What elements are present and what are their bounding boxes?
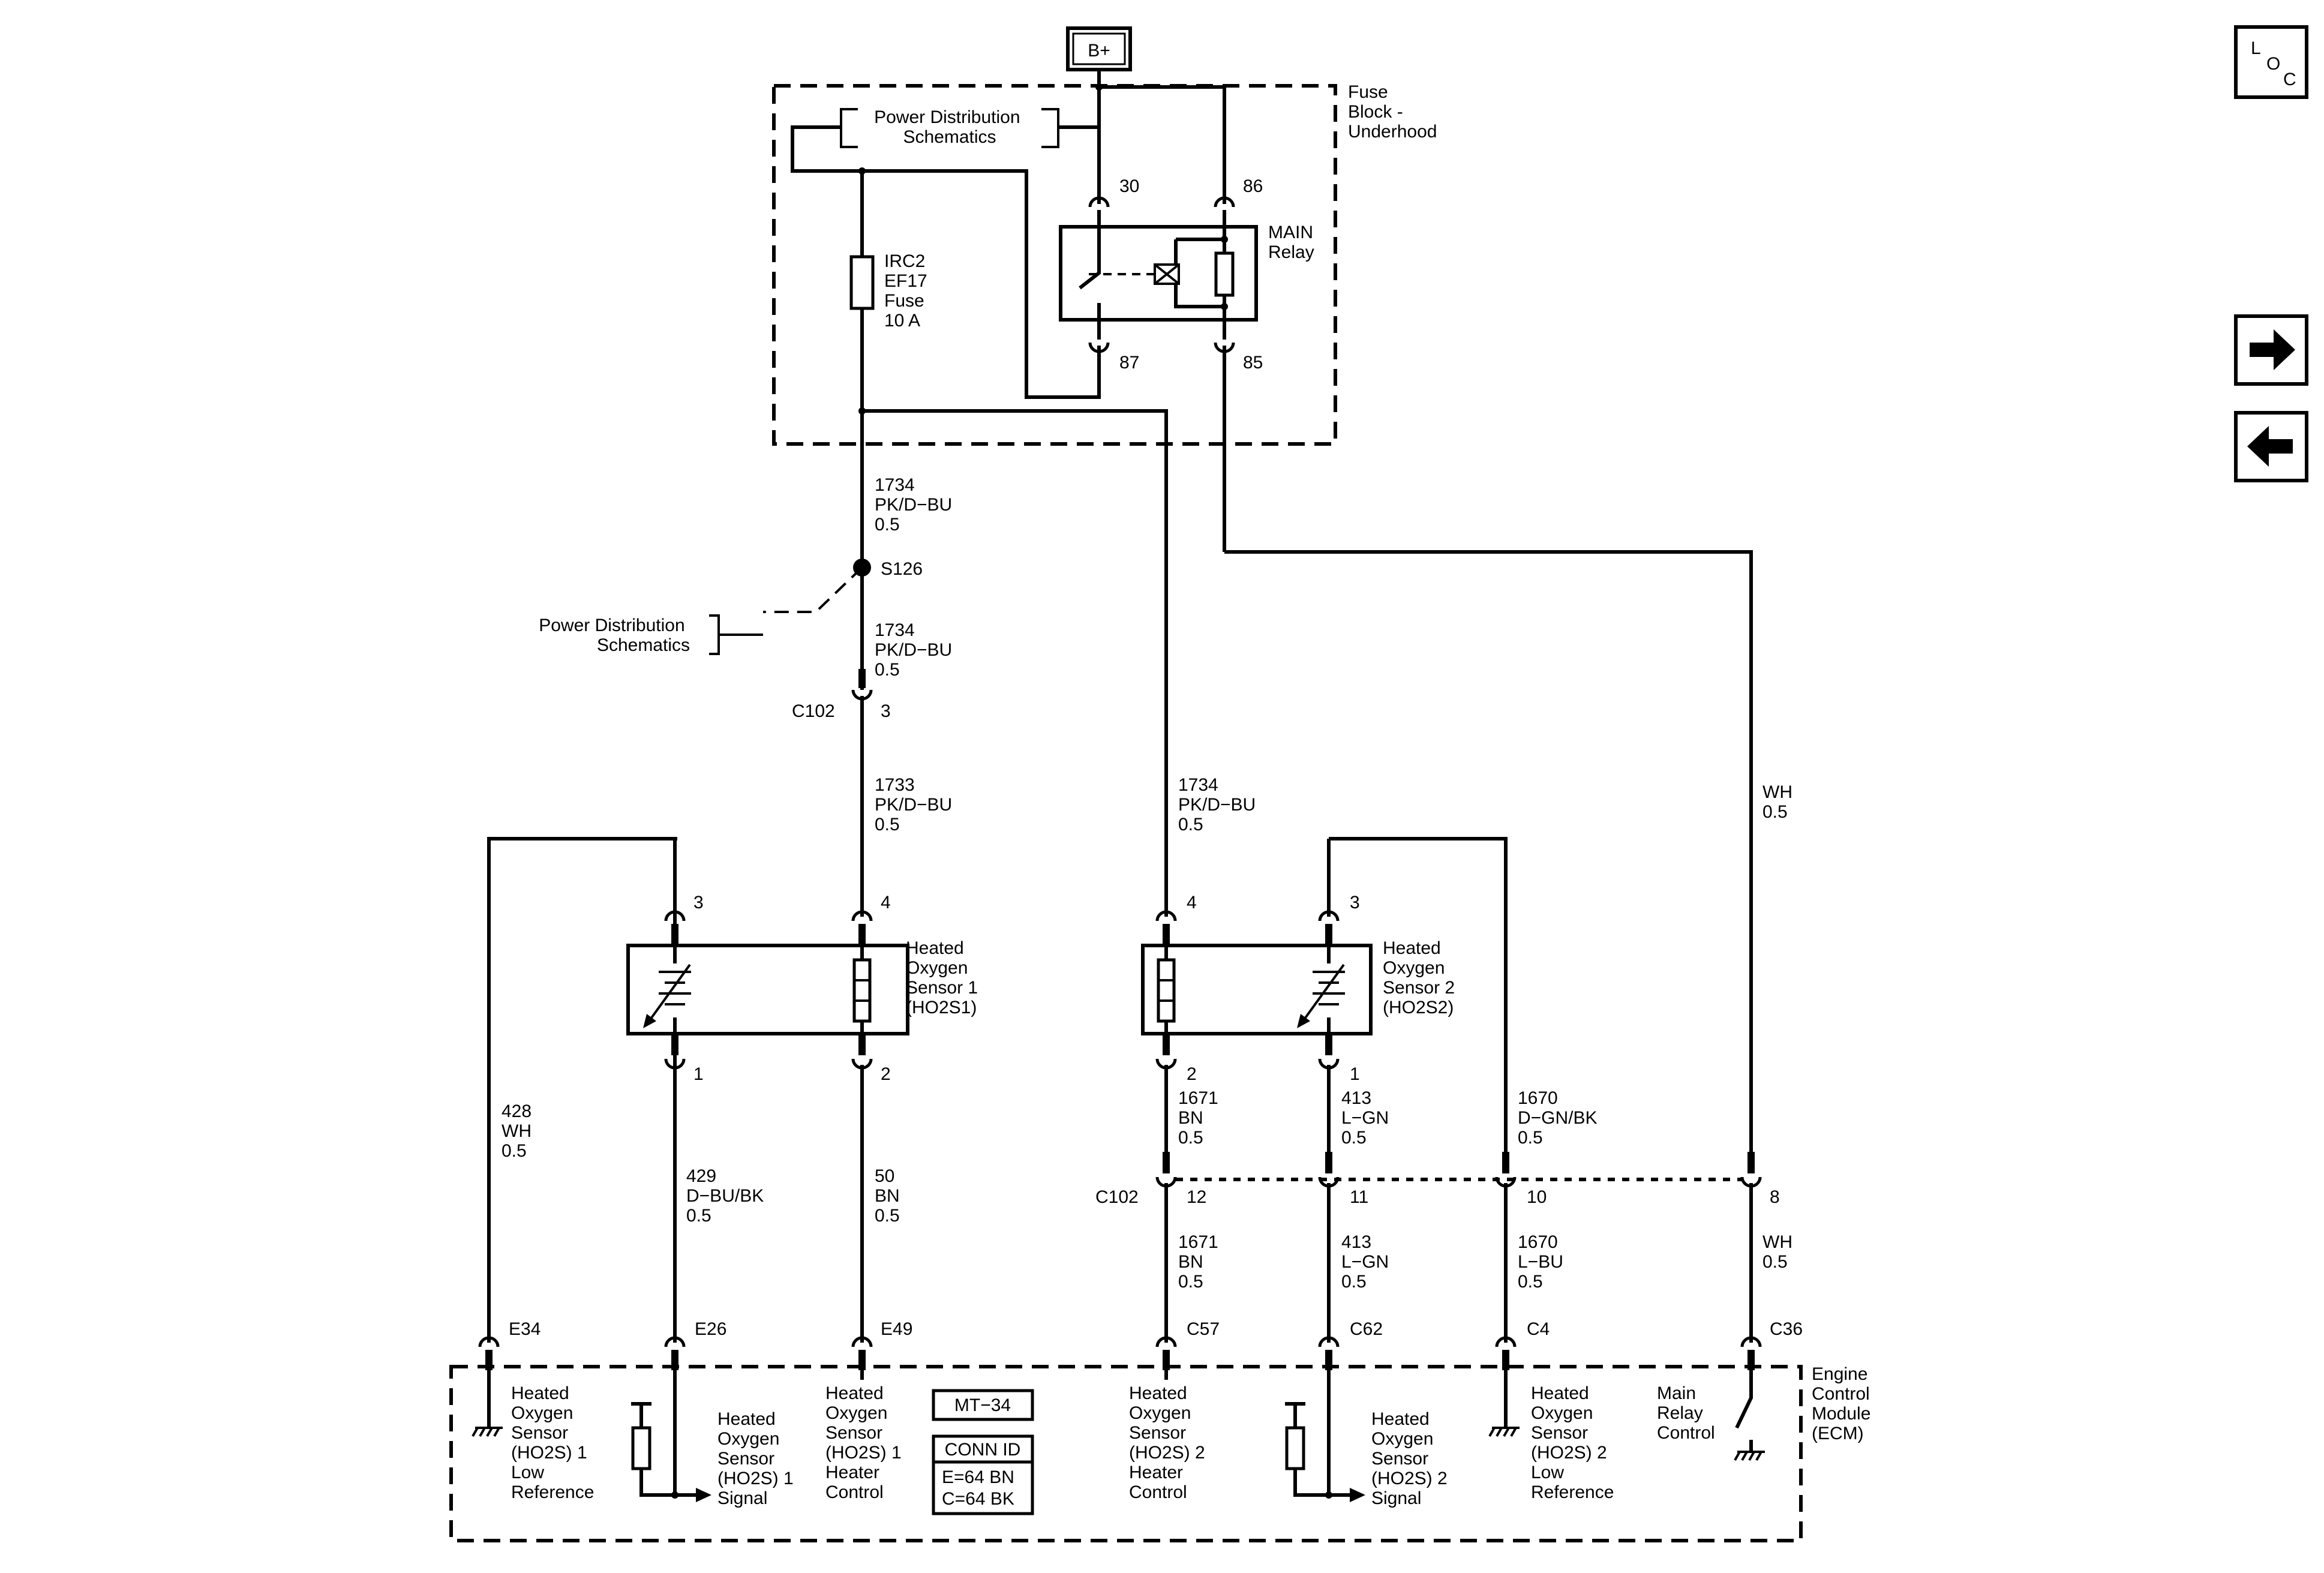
wire-1734-b: 1734 PK/D−BU 0.5: [875, 620, 957, 680]
main-relay: [1059, 186, 1258, 552]
ecm-internal-circuits: [472, 1370, 1765, 1502]
relay-pin-86: 86: [1243, 176, 1263, 196]
svg-text:C: C: [2283, 70, 2296, 89]
wire-429: 429 D−BU/BK 0.5: [686, 1166, 769, 1226]
ecm-outline: [449, 1365, 1803, 1542]
conn-id-line-1: E=64 BN: [942, 1467, 1014, 1487]
ecm-pin-e49: E49: [881, 1319, 912, 1339]
fuse-block-outline: [772, 84, 1337, 446]
wire-1671-a: 1671 BN 0.5: [1178, 1088, 1223, 1148]
conn-id-title: CONN ID: [945, 1440, 1021, 1460]
mt-label-box: MT−34: [932, 1389, 1034, 1421]
sensor-1: [626, 903, 909, 1070]
ecm-func-heater-2: Heated Oxygen Sensor (HO2S) 2 Heater Con…: [1129, 1383, 1210, 1502]
battery-label: B+: [1088, 41, 1110, 61]
fuse-label: IRC2 EF17 Fuse 10 A: [884, 251, 932, 331]
ecm-func-signal-2: Heated Oxygen Sensor (HO2S) 2 Signal: [1371, 1409, 1452, 1508]
conn-id-line-2: C=64 BK: [942, 1489, 1014, 1509]
ecm-pin-e34: E34: [509, 1319, 541, 1339]
sensor1-pin-3: 3: [693, 893, 704, 912]
sensor2-label: Heated Oxygen Sensor 2 (HO2S2): [1383, 938, 1460, 1017]
c102-pin-12: 12: [1187, 1187, 1206, 1207]
wire-428: 428 WH 0.5: [502, 1101, 536, 1161]
loc-icon[interactable]: L O C: [2234, 25, 2308, 99]
c102-pin-3: 3: [881, 701, 891, 721]
wire-413-a: 413 L−GN 0.5: [1341, 1088, 1394, 1148]
conn-id-box: CONN ID E=64 BN C=64 BK: [932, 1434, 1034, 1515]
relay-label: MAIN Relay: [1268, 223, 1318, 262]
ecm-func-main-relay: Main Relay Control: [1657, 1383, 1715, 1443]
splice-label: S126: [881, 559, 923, 579]
ecm-pin-c4: C4: [1527, 1319, 1550, 1339]
wire-1670-a: 1670 D−GN/BK 0.5: [1518, 1088, 1602, 1148]
ecm-pins: [478, 1170, 1762, 1370]
arrow-right-icon[interactable]: [2234, 314, 2308, 386]
sensor1-label: Heated Oxygen Sensor 1 (HO2S1): [906, 938, 983, 1017]
wire-1734-a: 1734 PK/D−BU 0.5: [875, 475, 957, 535]
wire-wh-top: WH 0.5: [1762, 782, 1797, 822]
wire-wh-bottom: WH 0.5: [1762, 1232, 1797, 1272]
ecm-pin-c36: C36: [1770, 1319, 1803, 1339]
wire-1734-c: 1734 PK/D−BU 0.5: [1178, 775, 1261, 834]
wire-1733: 1733 PK/D−BU 0.5: [875, 775, 957, 834]
relay-pin-30: 30: [1119, 176, 1139, 196]
ecm-pin-e26: E26: [695, 1319, 726, 1339]
wire-50: 50 BN 0.5: [875, 1166, 905, 1226]
mt-label: MT−34: [954, 1395, 1011, 1415]
sensor2-pin-3: 3: [1350, 893, 1360, 912]
c102-pin-8: 8: [1770, 1187, 1780, 1207]
power-dist-label-mid: Power Distribution Schematics: [539, 616, 690, 655]
sensor1-pin-2: 2: [881, 1064, 891, 1084]
ecm-pin-c62: C62: [1350, 1319, 1383, 1339]
ecm-label: Engine Control Module (ECM): [1812, 1364, 1876, 1443]
wire-413-b: 413 L−GN 0.5: [1341, 1232, 1394, 1292]
c102-label-top: C102: [792, 701, 835, 721]
svg-text:L: L: [2251, 38, 2261, 58]
sensor-2: [1141, 903, 1373, 1070]
relay-pin-85: 85: [1243, 353, 1263, 373]
fuse-ef17: [849, 246, 875, 411]
c102-pin-10: 10: [1527, 1187, 1547, 1207]
wire-1670-b: 1670 L−BU 0.5: [1518, 1232, 1568, 1292]
ecm-func-signal-1: Heated Oxygen Sensor (HO2S) 1 Signal: [717, 1409, 798, 1508]
ecm-func-heater-1: Heated Oxygen Sensor (HO2S) 1 Heater Con…: [825, 1383, 906, 1502]
sensor1-pin-1: 1: [693, 1064, 704, 1084]
sensor2-pin-1: 1: [1350, 1064, 1360, 1084]
c102-pin-11: 11: [1350, 1187, 1368, 1207]
sensor2-pin-2: 2: [1187, 1064, 1197, 1084]
relay-pin-87: 87: [1119, 353, 1139, 373]
arrow-left-icon[interactable]: [2234, 411, 2308, 482]
battery-terminal: B+: [1066, 26, 1132, 71]
sensor2-pin-4: 4: [1187, 893, 1197, 912]
sensor1-pin-4: 4: [881, 893, 891, 912]
svg-text:O: O: [2266, 54, 2280, 74]
c102-label-bottom: C102: [1095, 1187, 1139, 1207]
fuse-block-label: Fuse Block - Underhood: [1348, 82, 1437, 142]
power-dist-label-top: Power Distribution Schematics: [874, 107, 1025, 147]
ecm-func-low-ref-2: Heated Oxygen Sensor (HO2S) 2 Low Refere…: [1531, 1383, 1614, 1502]
ecm-pin-c57: C57: [1187, 1319, 1220, 1339]
ecm-func-low-ref-1: Heated Oxygen Sensor (HO2S) 1 Low Refere…: [511, 1383, 594, 1502]
wire-1671-b: 1671 BN 0.5: [1178, 1232, 1223, 1292]
